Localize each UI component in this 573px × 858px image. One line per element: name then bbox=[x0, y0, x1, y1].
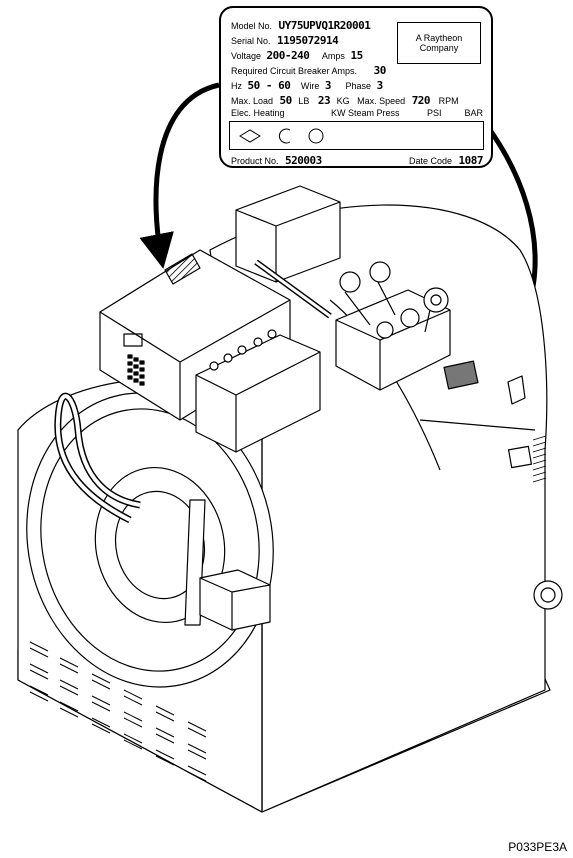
power-row: Hz 50 - 60 Wire 3 Phase 3 bbox=[231, 80, 383, 91]
hz-label: Hz bbox=[231, 81, 242, 91]
serial-row: Serial No. 1195072914 bbox=[231, 34, 339, 47]
maxspeed-label: Max. Speed bbox=[357, 96, 406, 106]
certification-symbols bbox=[229, 121, 484, 150]
keypad bbox=[127, 354, 145, 386]
maxload-label: Max. Load bbox=[231, 96, 274, 106]
voltage-value: 200-240 bbox=[266, 49, 310, 62]
heating-row: Elec. Heating KW Steam Press PSI BAR bbox=[231, 109, 483, 118]
diamond-symbol bbox=[239, 129, 261, 143]
bar-label: BAR bbox=[464, 108, 483, 118]
rpm-label: RPM bbox=[438, 96, 459, 106]
side-vent bbox=[532, 435, 547, 483]
motor-box bbox=[235, 185, 341, 283]
datecode-label: Date Code bbox=[408, 156, 452, 166]
maxload-value: 50 bbox=[279, 94, 293, 107]
psi-label: PSI bbox=[427, 108, 442, 118]
electrical-box bbox=[195, 334, 321, 453]
product-label: Product No. bbox=[231, 156, 279, 166]
wire-label: Wire bbox=[300, 81, 320, 91]
kg-value: 23 bbox=[317, 94, 331, 107]
kg-label: KG bbox=[336, 96, 350, 106]
serial-nameplate: Model No. UY75UPVQ1R20001 Serial No. 119… bbox=[219, 6, 493, 168]
amps-value: 15 bbox=[350, 49, 363, 62]
phase-label: Phase bbox=[345, 81, 372, 91]
door-lock-box bbox=[199, 569, 271, 631]
serial-value: 1195072914 bbox=[277, 34, 339, 47]
valve-manifold bbox=[335, 289, 451, 391]
brand-line-1: A Raytheon bbox=[415, 33, 463, 43]
terminal-posts bbox=[209, 329, 277, 371]
maxspeed-value: 720 bbox=[411, 94, 431, 107]
datecode-value: 1087 bbox=[458, 154, 484, 167]
product-row: Product No. 520003 Date Code 1087 bbox=[231, 155, 483, 166]
elec-heating-label: Elec. Heating bbox=[231, 108, 285, 118]
front-louvres bbox=[29, 641, 207, 782]
figure-code: P033PE3A bbox=[508, 840, 567, 854]
voltage-row: Voltage 200-240 Amps 15 bbox=[231, 50, 363, 61]
model-value: UY75UPVQ1R20001 bbox=[278, 19, 371, 32]
wire-value: 3 bbox=[324, 79, 332, 92]
breaker-value: 30 bbox=[373, 64, 387, 77]
breaker-label: Required Circuit Breaker Amps. bbox=[231, 66, 358, 76]
model-label: Model No. bbox=[231, 21, 273, 31]
circle-symbol bbox=[308, 128, 324, 144]
kw-steam-label: KW Steam Press bbox=[331, 108, 400, 118]
serial-label: Serial No. bbox=[231, 36, 271, 46]
breaker-row: Required Circuit Breaker Amps. 30 bbox=[231, 65, 386, 76]
hz-value: 50 - 60 bbox=[247, 79, 291, 92]
handle bbox=[507, 375, 526, 405]
raytheon-badge: A Raytheon Company bbox=[397, 22, 481, 64]
phase-value: 3 bbox=[376, 79, 384, 92]
c-symbol bbox=[278, 128, 291, 144]
model-row: Model No. UY75UPVQ1R20001 bbox=[231, 19, 371, 32]
voltage-label: Voltage bbox=[231, 51, 262, 61]
lb-label: LB bbox=[298, 96, 310, 106]
left-pointer-arrow bbox=[139, 82, 220, 269]
nameplate-location bbox=[443, 360, 479, 390]
capacity-row: Max. Load 50 LB 23 KG Max. Speed 720 RPM bbox=[231, 95, 459, 106]
brand-line-2: Company bbox=[419, 43, 459, 53]
amps-label: Amps bbox=[321, 51, 345, 61]
product-value: 520003 bbox=[285, 154, 322, 167]
